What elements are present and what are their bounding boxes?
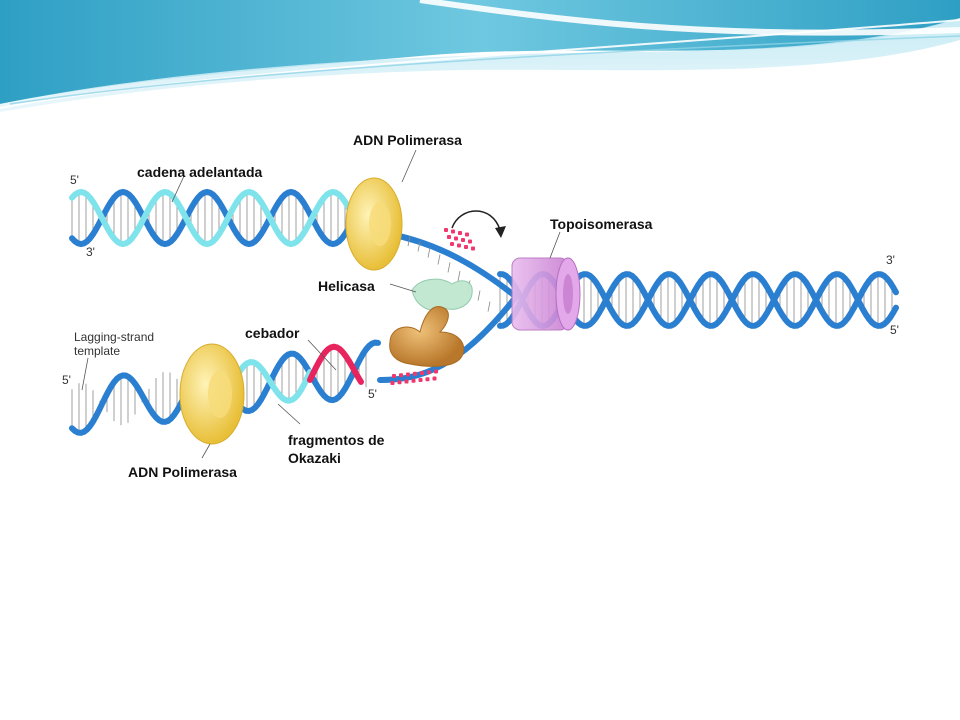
unpaired-base	[407, 235, 411, 247]
rotation-arrow-icon	[451, 210, 501, 231]
ssb-protein	[461, 238, 465, 242]
end-label-top-left-5: 5'	[70, 173, 79, 187]
ssb-protein	[425, 377, 430, 382]
ssb-protein	[406, 372, 410, 377]
ssb-protein	[413, 371, 417, 376]
topoisomerase	[511, 257, 581, 331]
ssb-protein	[457, 243, 461, 248]
ssb-protein	[464, 245, 468, 249]
unpaired-base	[477, 290, 481, 301]
leader-lines	[81, 149, 561, 459]
okazaki-label-line2: Okazaki	[288, 450, 341, 466]
primase	[389, 306, 465, 367]
end-label-right-3: 3'	[886, 253, 895, 267]
ssb-protein	[471, 246, 475, 251]
ssb-protein	[454, 236, 458, 241]
topoisomerase-label: Topoisomerasa	[550, 216, 653, 232]
polymerase-bottom-label: ADN Polimerasa	[128, 464, 237, 480]
primer-segment	[307, 343, 364, 385]
dna-replication-figure: cadena adelantada ADN Polimerasa Topoiso…	[60, 118, 906, 504]
fork-single-strand-top	[387, 231, 518, 299]
leading-parental-strand	[69, 188, 393, 248]
ssb-protein	[444, 228, 448, 232]
ssb-proteins-bottom	[390, 369, 438, 385]
okazaki-label-line1: fragmentos de	[288, 432, 385, 448]
helicase-label: Helicasa	[318, 278, 375, 294]
ssb-protein	[392, 374, 396, 378]
unpaired-base	[427, 247, 431, 258]
ssb-protein	[411, 378, 416, 383]
lagging-template-label: Lagging-strand template	[74, 330, 155, 358]
end-label-top-left-3: 3'	[86, 245, 95, 259]
ssb-protein	[447, 235, 451, 239]
ssb-protein	[404, 379, 409, 384]
ssb-protein	[450, 242, 454, 246]
dna-polymerase-top	[345, 177, 403, 271]
unpaired-base	[457, 270, 461, 282]
ssb-protein	[458, 231, 462, 235]
dna-polymerase-bottom	[179, 343, 245, 445]
end-label-right-5: 5'	[890, 323, 899, 337]
end-label-bottom-left-5: 5'	[62, 373, 71, 387]
leading-strand-label: cadena adelantada	[137, 164, 263, 180]
arrowhead-icon	[495, 226, 506, 238]
polymerase-top-label: ADN Polimerasa	[353, 132, 462, 148]
unpaired-base	[437, 254, 441, 265]
ssb-protein	[432, 376, 437, 381]
ssb-protein	[451, 229, 455, 234]
ssb-protein	[390, 381, 395, 385]
unpaired-base	[447, 262, 451, 273]
leading-new-strand	[69, 188, 363, 248]
ssb-protein	[468, 239, 472, 244]
unpaired-base	[417, 241, 421, 252]
helicase	[411, 278, 473, 311]
ssb-protein	[397, 380, 402, 385]
ssb-protein	[399, 373, 403, 378]
ssb-protein	[418, 378, 423, 382]
ssb-proteins-top	[444, 228, 475, 251]
ssb-protein	[434, 369, 438, 374]
ssb-protein	[465, 232, 469, 237]
primer-label: cebador	[245, 325, 300, 341]
unpaired-base	[487, 301, 491, 312]
header-wave-decoration	[0, 0, 960, 112]
ssb-protein	[420, 371, 424, 375]
ssb-protein	[427, 370, 431, 375]
end-label-bottom-mid-5: 5'	[368, 387, 377, 401]
